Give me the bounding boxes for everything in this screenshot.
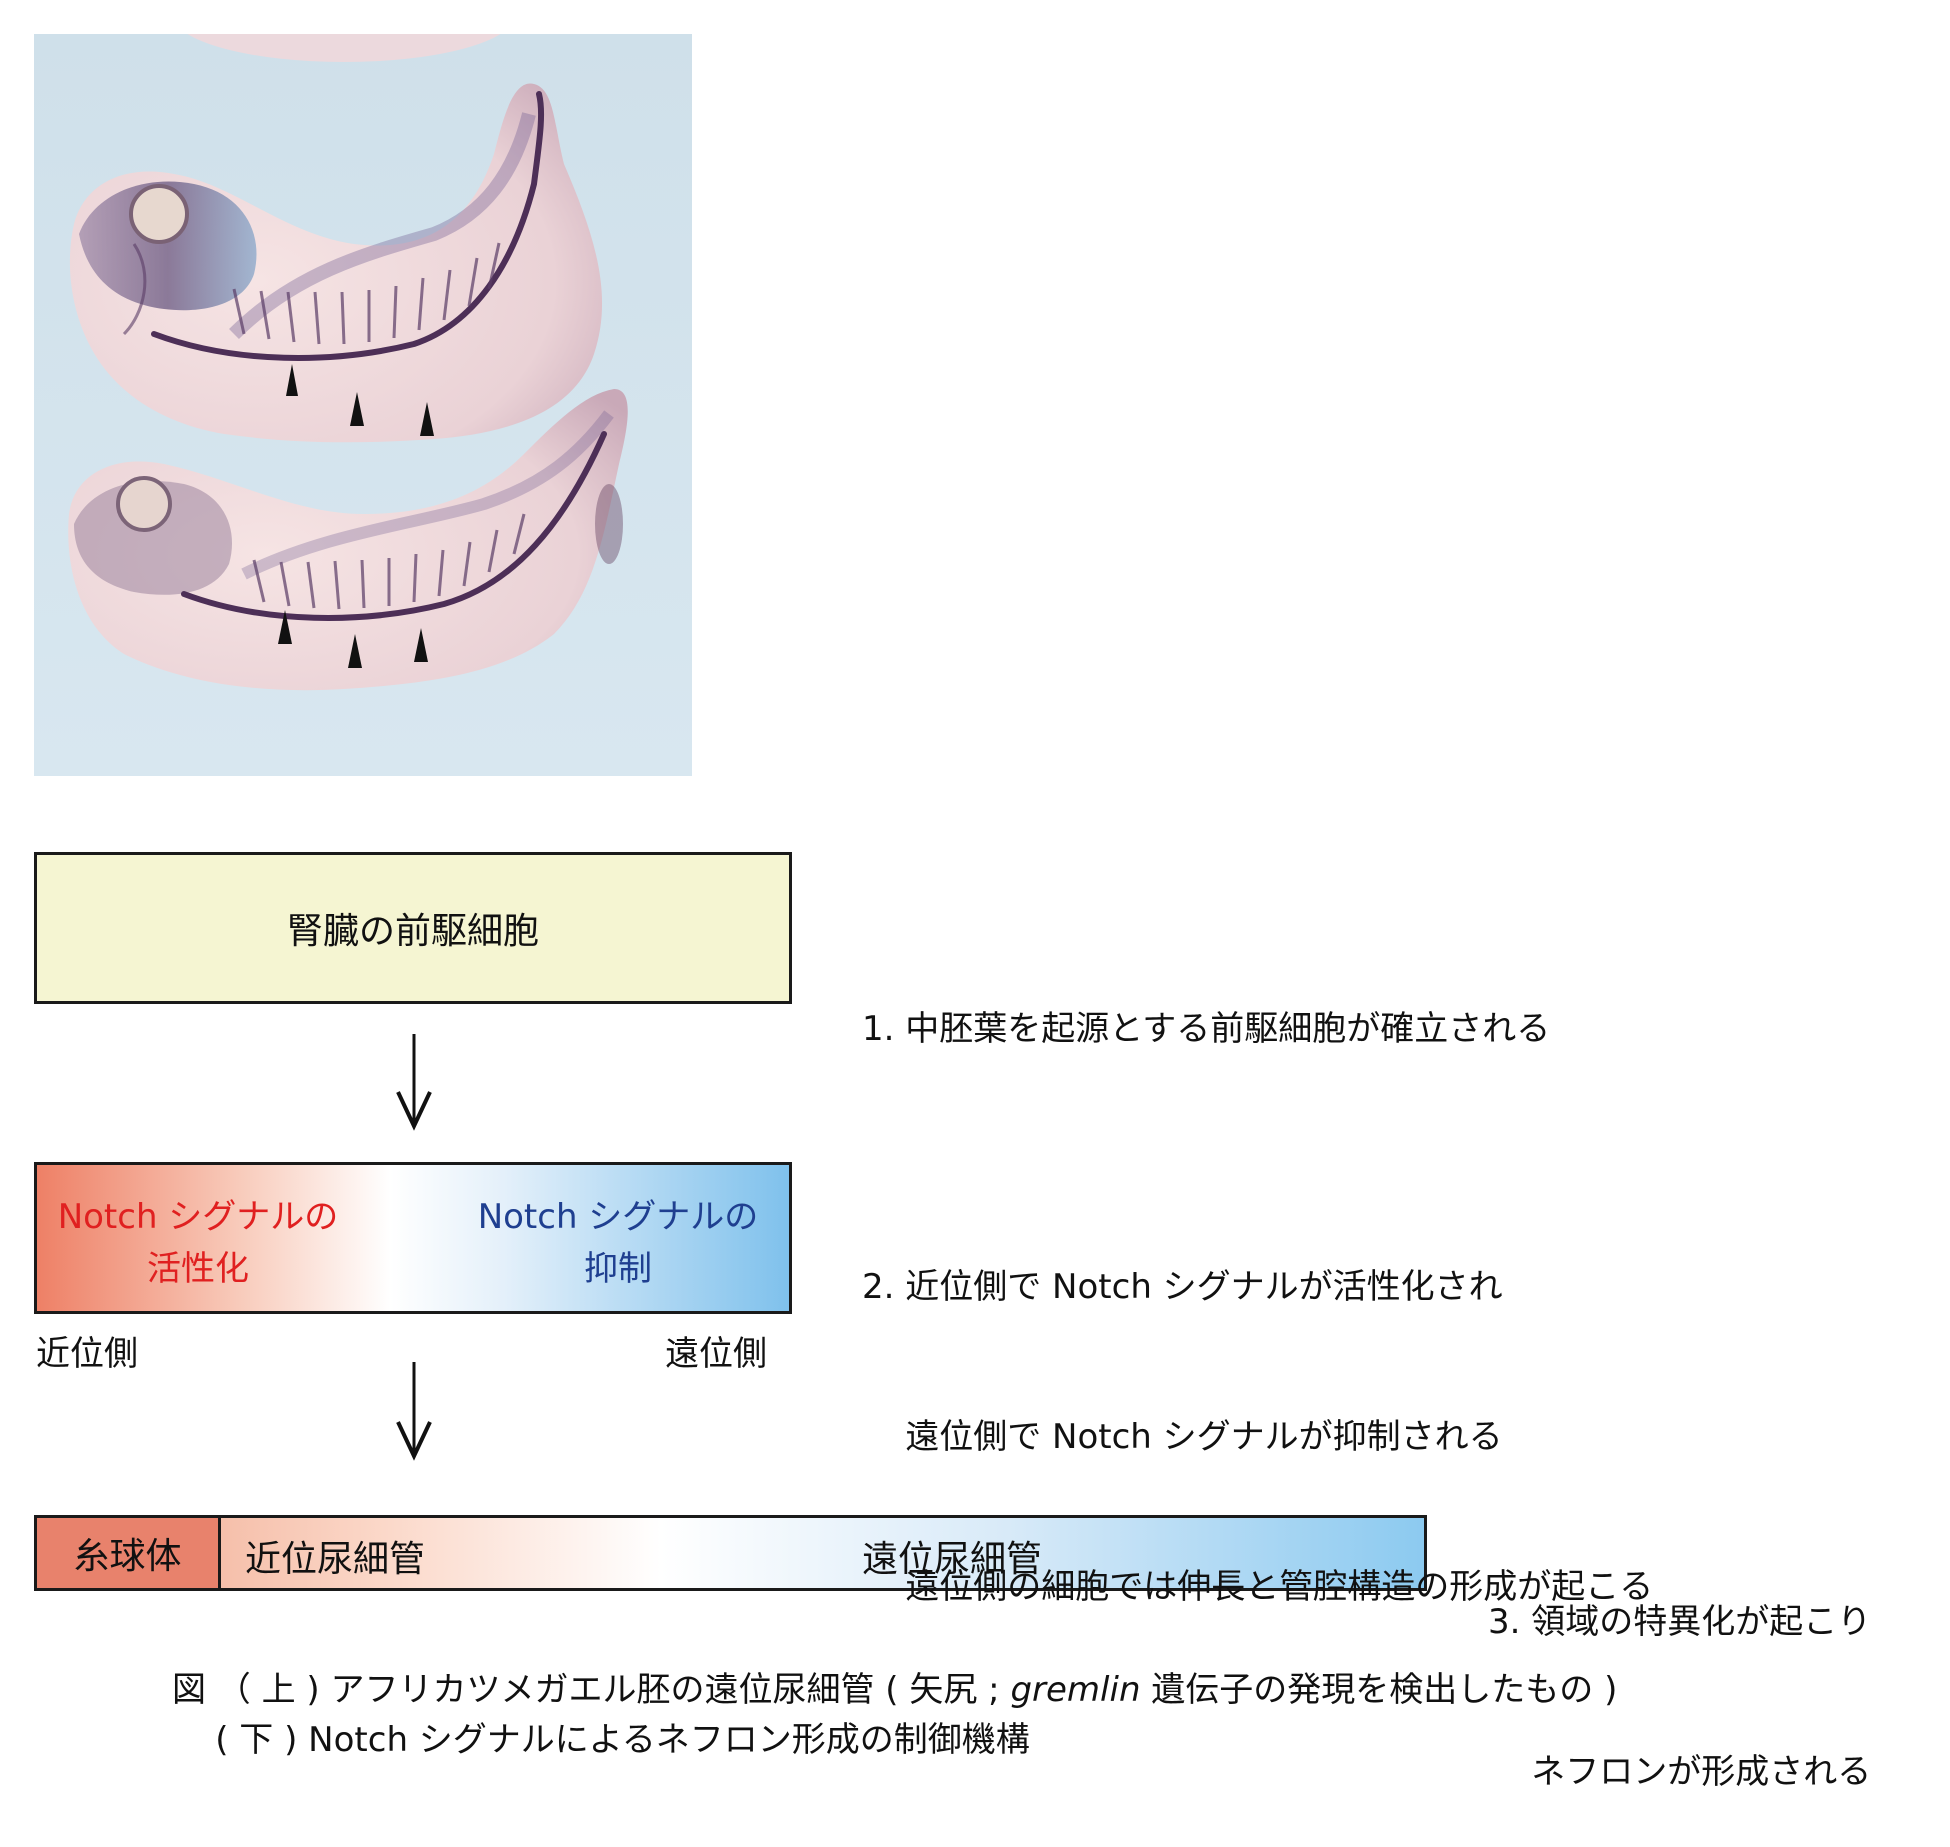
notch-signal-box: Notch シグナルの 活性化 Notch シグナルの 抑制	[34, 1162, 792, 1314]
lower-embryo	[68, 389, 628, 691]
notch-activation-line2: 活性化	[147, 1249, 249, 1289]
arrowhead	[278, 610, 292, 644]
proximal-tubule-label: 近位尿細管	[245, 1539, 426, 1580]
arrowhead	[414, 628, 428, 662]
notch-activation-line1: Notch シグナルの	[57, 1197, 339, 1237]
caption-gene-name: gremlin	[1010, 1670, 1141, 1710]
step-1-text: 1. 中胚葉を起源とする前駆細胞が確立される	[862, 904, 1550, 1104]
down-arrow-2	[396, 1362, 432, 1461]
caption-line-1: 図 （ 上 ) アフリカツメガエル胚の遠位尿細管 ( 矢尻 ; gremlin …	[172, 1665, 1617, 1715]
arrowhead	[420, 402, 434, 436]
figure-caption: 図 （ 上 ) アフリカツメガエル胚の遠位尿細管 ( 矢尻 ; gremlin …	[172, 1665, 1617, 1765]
step-2-line1: 2. 近位側で Notch シグナルが活性化され	[862, 1267, 1503, 1307]
arrowheads	[278, 364, 434, 668]
caption-line1-suffix: 遺伝子の発現を検出したもの )	[1140, 1670, 1618, 1710]
step-2-text: 2. 近位側で Notch シグナルが活性化され 遠位側で Notch シグナル…	[862, 1162, 1653, 1662]
notch-inhibition-line2: 抑制	[584, 1249, 652, 1289]
glomerulus-segment: 糸球体	[37, 1518, 221, 1588]
arrowhead	[350, 392, 364, 426]
distal-side-label: 遠位側	[665, 1334, 767, 1374]
step-1-line1: 1. 中胚葉を起源とする前駆細胞が確立される	[862, 1009, 1551, 1049]
arrowhead	[286, 364, 298, 396]
distal-tubule-label: 遠位尿細管	[862, 1539, 1043, 1580]
step-2-line3: 遠位側の細胞では伸長と管腔構造の形成が起こる	[862, 1567, 1654, 1607]
caption-line1-prefix: 図 （ 上 ) アフリカツメガエル胚の遠位尿細管 ( 矢尻 ;	[172, 1670, 1011, 1710]
caption-line-2: ( 下 ) Notch シグナルによるネフロン形成の制御機構	[172, 1720, 1030, 1760]
progenitor-box-label: 腎臓の前駆細胞	[286, 911, 539, 952]
step-3-line1: 3. 領域の特異化が起こり	[1488, 1602, 1872, 1642]
arrowhead	[348, 634, 362, 668]
notch-activation-label: Notch シグナルの 活性化	[43, 1191, 353, 1295]
progenitor-box: 腎臓の前駆細胞	[34, 852, 792, 1004]
step-2-line2: 遠位側で Notch シグナルが抑制される	[862, 1417, 1503, 1457]
embryo-photo	[34, 34, 692, 776]
upper-embryo	[69, 83, 603, 443]
nephron-bar: 糸球体 近位尿細管 遠位尿細管	[34, 1515, 1427, 1591]
glomerulus-label: 糸球体	[73, 1536, 182, 1577]
notch-inhibition-line1: Notch シグナルの	[477, 1197, 759, 1237]
proximal-side-label: 近位側	[36, 1334, 138, 1374]
down-arrow-1	[396, 1034, 432, 1131]
notch-inhibition-label: Notch シグナルの 抑制	[453, 1191, 783, 1295]
